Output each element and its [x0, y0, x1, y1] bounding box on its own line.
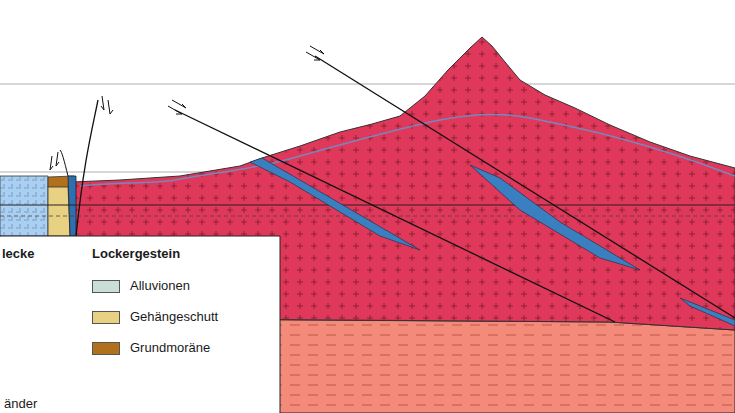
left-nappe-hatch — [0, 176, 48, 236]
legend-text: Grundmoräne — [130, 340, 210, 356]
legend-panel-fill — [0, 237, 279, 413]
legend-swatch — [92, 280, 120, 293]
thrust-fault — [315, 56, 735, 318]
movement-arrows — [50, 46, 324, 170]
fault-lens — [470, 165, 640, 270]
legend-heading: lecke — [2, 246, 35, 262]
reference-line — [0, 84, 735, 85]
tunnel-line-dashed — [0, 216, 735, 217]
fault-lens — [680, 298, 735, 326]
legend-text: Alluvionen — [130, 278, 190, 294]
groundwater-line — [80, 114, 735, 186]
legend-swatch — [92, 311, 120, 324]
steep-fault — [60, 150, 68, 176]
fault-zone — [68, 176, 76, 236]
legend-text: Gehängeschutt — [130, 309, 218, 325]
granite-hatch — [72, 37, 735, 330]
legend-heading: Lockergestein — [92, 246, 180, 262]
left-nappe — [0, 176, 48, 236]
steep-fault — [76, 100, 98, 236]
legend-panel — [0, 236, 280, 413]
legend-swatch — [92, 342, 120, 355]
tunnel-line — [0, 205, 735, 206]
scree — [48, 186, 70, 236]
legend-heading: änder — [4, 396, 37, 412]
granite-mass — [72, 37, 735, 330]
